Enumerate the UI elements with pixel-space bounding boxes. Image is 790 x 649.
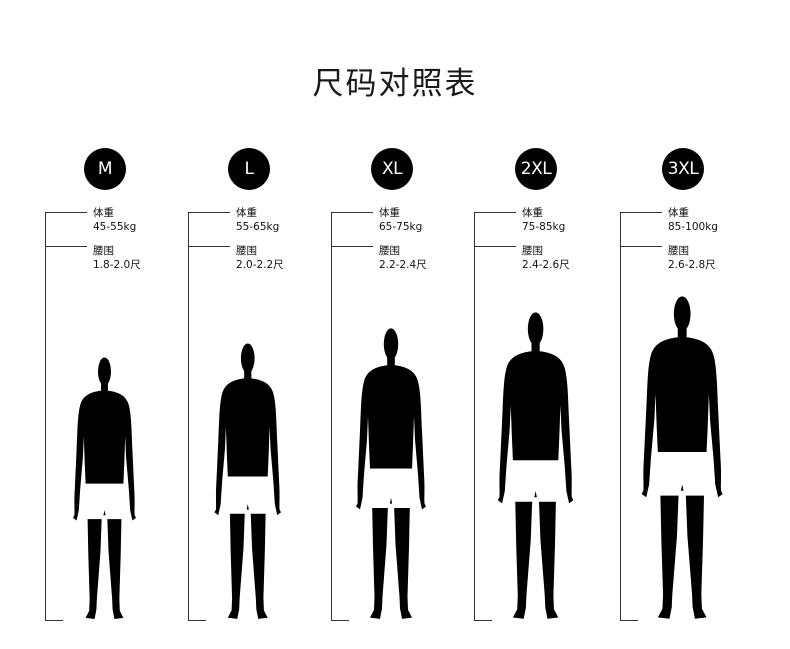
height-bracket-line <box>331 212 332 620</box>
bracket-tick <box>331 620 349 621</box>
bracket-tick <box>45 246 87 247</box>
weight-label: 体重 <box>668 207 689 219</box>
waist-value: 2.2-2.4尺 <box>379 259 427 271</box>
height-bracket-line <box>474 212 475 620</box>
height-bracket-line <box>620 212 621 620</box>
weight-value: 55-65kg <box>236 221 280 233</box>
size-badge: 2XL <box>515 148 557 190</box>
bracket-tick <box>188 620 206 621</box>
waist-label: 腰围 <box>236 245 257 257</box>
waist-value: 2.6-2.8尺 <box>668 259 716 271</box>
legs <box>657 484 707 619</box>
waist-value: 2.0-2.2尺 <box>236 259 284 271</box>
bracket-tick <box>188 246 230 247</box>
weight-label: 体重 <box>379 207 400 219</box>
body-silhouette-m <box>72 357 136 619</box>
bracket-tick <box>620 212 662 213</box>
head <box>528 312 544 346</box>
bracket-tick <box>188 212 230 213</box>
head <box>383 328 399 360</box>
bracket-tick <box>45 212 87 213</box>
head <box>97 357 111 386</box>
weight-label: 体重 <box>93 207 114 219</box>
bracket-tick <box>331 212 373 213</box>
size-badge: M <box>84 148 126 190</box>
waist-label: 腰围 <box>379 245 400 257</box>
weight-value: 85-100kg <box>668 221 718 233</box>
shorts <box>511 460 561 502</box>
shorts <box>226 476 270 514</box>
height-bracket-line <box>45 212 46 620</box>
weight-value: 65-75kg <box>379 221 423 233</box>
weight-label: 体重 <box>522 207 543 219</box>
legs <box>513 491 559 619</box>
size-badge: XL <box>371 148 413 190</box>
bracket-tick <box>620 246 662 247</box>
body-silhouette-2xl <box>498 312 574 619</box>
waist-value: 2.4-2.6尺 <box>522 259 570 271</box>
shorts <box>83 483 125 520</box>
body-silhouette-l <box>214 343 282 619</box>
size-badge: 3XL <box>662 148 704 190</box>
bracket-tick <box>331 246 373 247</box>
body-silhouette-3xl <box>641 296 723 619</box>
bracket-tick <box>474 212 516 213</box>
shorts <box>368 468 414 508</box>
weight-value: 45-55kg <box>93 221 137 233</box>
legs <box>370 497 412 619</box>
legs <box>85 509 123 619</box>
torso <box>356 365 426 510</box>
waist-label: 腰围 <box>522 245 543 257</box>
bracket-tick <box>45 620 63 621</box>
torso <box>641 337 723 498</box>
bracket-tick <box>474 246 516 247</box>
head <box>241 343 255 374</box>
page-title: 尺码对照表 <box>312 66 478 102</box>
waist-label: 腰围 <box>93 245 114 257</box>
bracket-tick <box>474 620 492 621</box>
waist-label: 腰围 <box>668 245 689 257</box>
height-bracket-line <box>188 212 189 620</box>
torso <box>498 351 574 504</box>
legs <box>228 504 268 619</box>
shorts <box>655 452 709 496</box>
waist-value: 1.8-2.0尺 <box>93 259 141 271</box>
head <box>673 296 691 332</box>
torso <box>72 390 136 521</box>
torso <box>214 378 282 516</box>
weight-value: 75-85kg <box>522 221 566 233</box>
body-silhouette-xl <box>356 328 426 619</box>
size-badge: L <box>228 148 270 190</box>
weight-label: 体重 <box>236 207 257 219</box>
bracket-tick <box>620 620 638 621</box>
